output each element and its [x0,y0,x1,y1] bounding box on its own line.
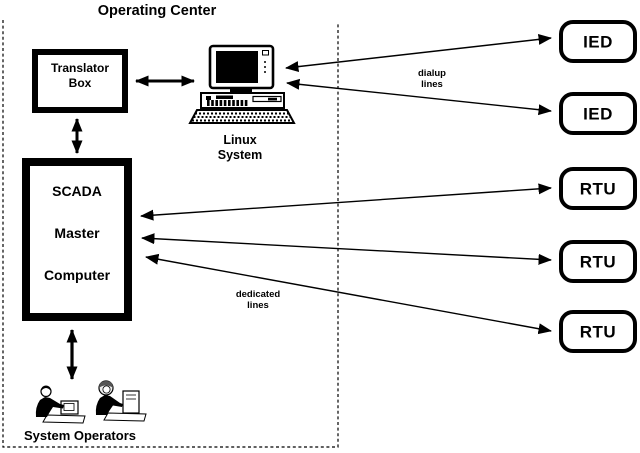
device-label: RTU [580,253,616,272]
dialup-lines-label-line2: lines [421,79,443,90]
device-label: IED [583,33,613,52]
scada-label-line1: SCADA [52,183,102,199]
linux-system-label-line2: System [218,148,262,162]
desktop-computer-icon [188,44,296,124]
device-node-rtu-1: RTU [559,167,637,210]
scada-master-outline [22,158,132,321]
device-nodes: IED IED RTU RTU RTU [559,20,637,353]
translator-box-node: Translator Box [32,49,128,113]
device-label: IED [583,105,613,124]
scada-label-line2: Master [54,225,100,241]
dialup-lines-label-line1: dialup [418,68,446,79]
scada-master-node: SCADA Master Computer [22,158,132,321]
system-operators-label: System Operators [24,428,136,443]
translator-box-outline [32,49,128,113]
scada-label-line3: Computer [44,267,111,283]
device-label: RTU [580,180,616,199]
dedicated-lines-label-line2: lines [247,300,269,311]
diagram-title: Operating Center [98,3,217,19]
device-node-ied-2: IED [559,92,637,135]
device-label: RTU [580,323,616,342]
linux-system-label-line1: Linux [223,133,256,147]
device-node-rtu-2: RTU [559,240,637,283]
device-node-ied-1: IED [559,20,637,63]
arrow-scada-rtu2 [141,233,552,265]
arrow-linux-ied1 [285,33,552,73]
arrow-scada-rtu1 [140,183,552,221]
arrow-linux-ied2 [286,78,552,116]
device-node-rtu-3: RTU [559,310,637,353]
translator-box-label-line2: Box [69,76,92,90]
dedicated-lines-label-line1: dedicated [236,289,281,300]
translator-box-label-line1: Translator [51,61,109,75]
arrow-scada-rtu3 [145,253,552,335]
system-operators-icon [35,380,147,424]
connection-arrows [66,33,552,380]
